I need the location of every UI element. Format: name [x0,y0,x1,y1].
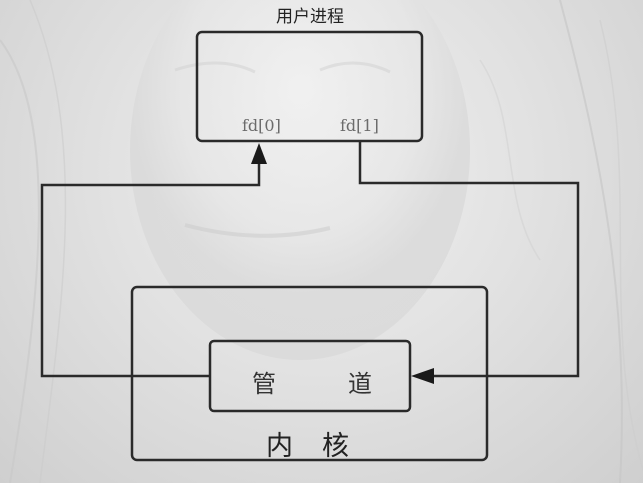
pipe-label-right: 道 [348,370,372,398]
kernel-box [130,285,489,462]
read-arrow-head [251,143,267,164]
kernel-label-left: 内 [266,431,295,462]
pipe-label-left: 管 [252,370,276,398]
write-path-line [358,141,580,378]
read-path-line [40,162,261,378]
user-process-box [195,30,424,143]
fd-read-label: fd[0] [242,116,281,135]
user-process-title: 用户进程 [276,7,344,27]
fd-write-label: fd[1] [340,116,379,135]
pipe-box [208,339,412,413]
write-arrow-head [411,368,434,384]
kernel-label-right: 核 [322,431,351,462]
